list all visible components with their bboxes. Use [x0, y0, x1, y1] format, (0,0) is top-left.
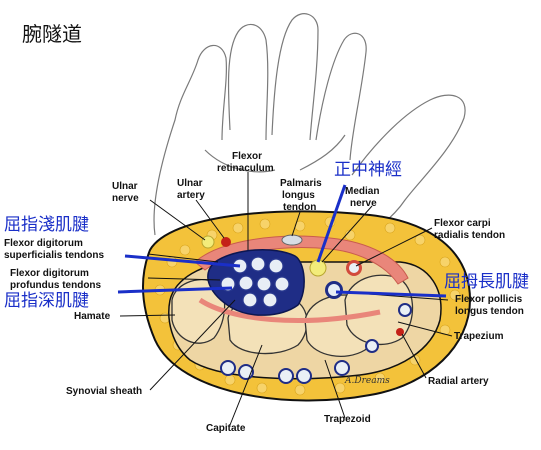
- hand-outline: [153, 13, 466, 236]
- label-trapezium: Trapezium: [454, 331, 504, 342]
- label-hamate: Hamate: [74, 311, 111, 322]
- label-fpl-zh: 屈拇長肌腱: [444, 272, 529, 292]
- label-radial-artery: Radial artery: [428, 376, 489, 387]
- label-palmaris-longus: Palmaris longus tendon: [280, 178, 324, 213]
- label-median-nerve-zh: 正中神經: [334, 160, 402, 180]
- label-trapezoid: Trapezoid: [324, 414, 371, 425]
- label-ulnar-nerve: Ulnar nerve: [112, 181, 140, 204]
- label-median-nerve: Median nerve: [345, 186, 382, 209]
- label-fpl: Flexor pollicis longus tendon: [455, 294, 525, 317]
- diagram-title: 腕隧道: [22, 22, 82, 46]
- label-flexor-carpi-radialis: Flexor carpi radialis tendon: [434, 218, 505, 241]
- label-fds-zh: 屈指淺肌腱: [4, 215, 89, 235]
- label-ulnar-artery: Ulnar artery: [177, 178, 205, 201]
- artist-signature: A.Dreams: [344, 376, 390, 386]
- label-flexor-retinaculum: Flexor retinaculum: [217, 151, 274, 174]
- label-fdp: Flexor digitorum profundus tendons: [10, 268, 102, 291]
- label-capitate: Capitate: [206, 423, 246, 434]
- leader-lines: [119, 172, 453, 426]
- chinese-leader-lines: [117, 184, 447, 298]
- label-synovial-sheath: Synovial sheath: [66, 386, 142, 397]
- label-fdp-zh: 屈指深肌腱: [4, 291, 89, 311]
- wrist-cross-section: A.Dreams: [142, 210, 472, 402]
- label-fds: Flexor digitorum superficialis tendons: [4, 238, 104, 261]
